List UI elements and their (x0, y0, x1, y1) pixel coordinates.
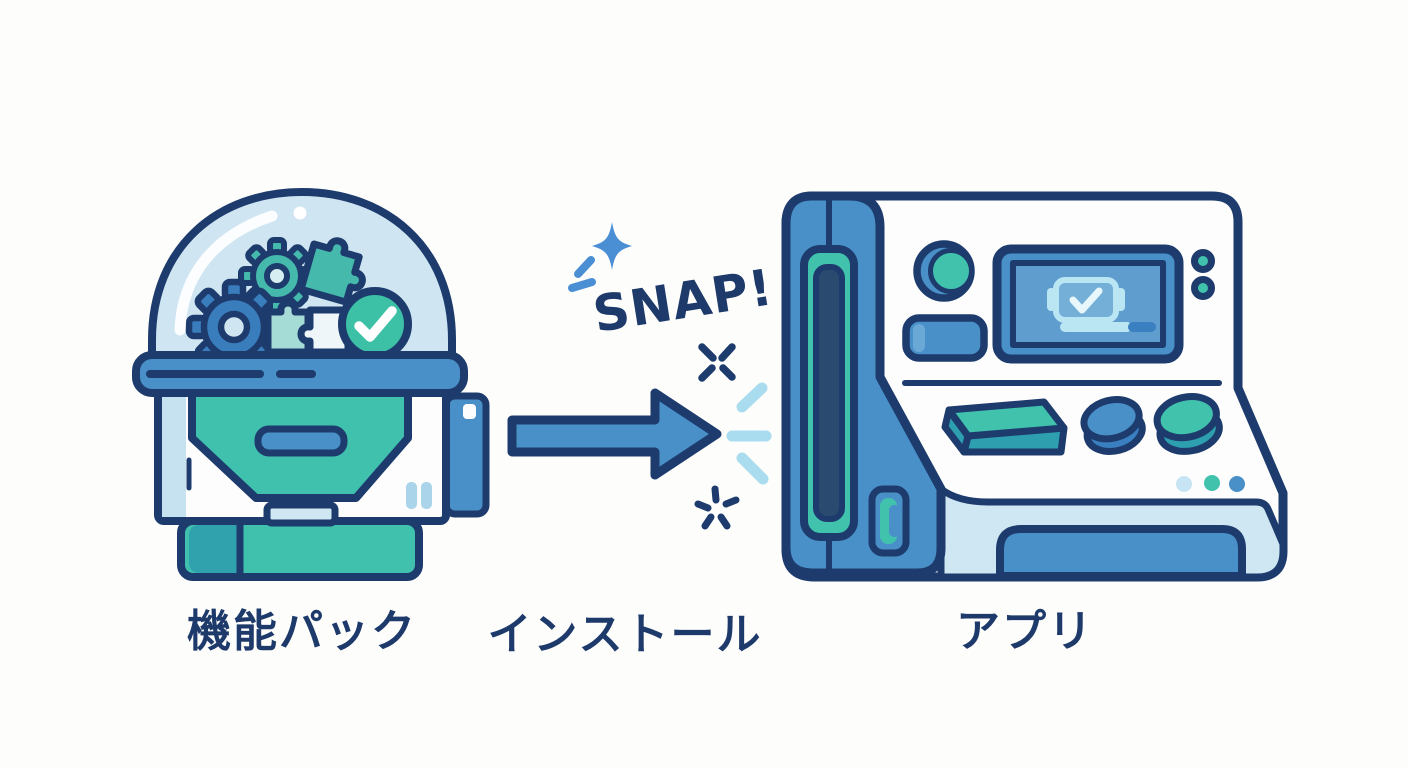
sparkle-ray (574, 256, 595, 278)
vent-dash (406, 482, 417, 509)
pill-button (902, 314, 988, 362)
puzzle-pair-icon (264, 299, 352, 356)
round-button (1080, 396, 1146, 455)
body-shade-strip (162, 395, 186, 517)
feature-pack-illustration (132, 188, 490, 581)
bar-button (941, 398, 1068, 456)
power-button-icon (913, 240, 975, 302)
cartridge-slot-icon (800, 245, 858, 541)
check-circle-icon (338, 287, 412, 361)
indicator-dots (1176, 475, 1245, 492)
app-label: アプリ (956, 606, 1094, 657)
sparkle-icon (592, 222, 632, 270)
puzzle-piece-icon (297, 237, 366, 306)
install-label: インストール (487, 609, 763, 660)
screen-check-icon (1047, 277, 1125, 323)
device-bottom-bar (996, 525, 1246, 580)
device-screen (992, 244, 1184, 364)
spark-burst-icon (698, 343, 736, 382)
port-icon (868, 485, 910, 557)
snap-text: SNAP! (589, 258, 777, 344)
vent-dash (421, 482, 432, 509)
bottom-tab (263, 501, 339, 527)
indicator-dot (1191, 249, 1215, 273)
progress-bar (1060, 322, 1156, 332)
dome-highlight-dot (293, 206, 307, 220)
round-button (1153, 393, 1223, 455)
dome-highlight (174, 210, 278, 336)
sparkle-ray (568, 278, 596, 292)
collar-band (132, 351, 468, 397)
impact-lines-icon (726, 382, 772, 485)
spark-burst-icon (694, 485, 740, 530)
connector-tab (442, 392, 490, 518)
indicator-dot (1191, 276, 1215, 300)
capsule-base (177, 517, 423, 581)
feature-pack-label: 機能パック (187, 606, 417, 657)
install-effect: SNAP! (507, 222, 777, 530)
app-device-illustration (781, 191, 1288, 582)
funnel-slot (254, 425, 348, 457)
arrow-right-icon (507, 388, 722, 480)
